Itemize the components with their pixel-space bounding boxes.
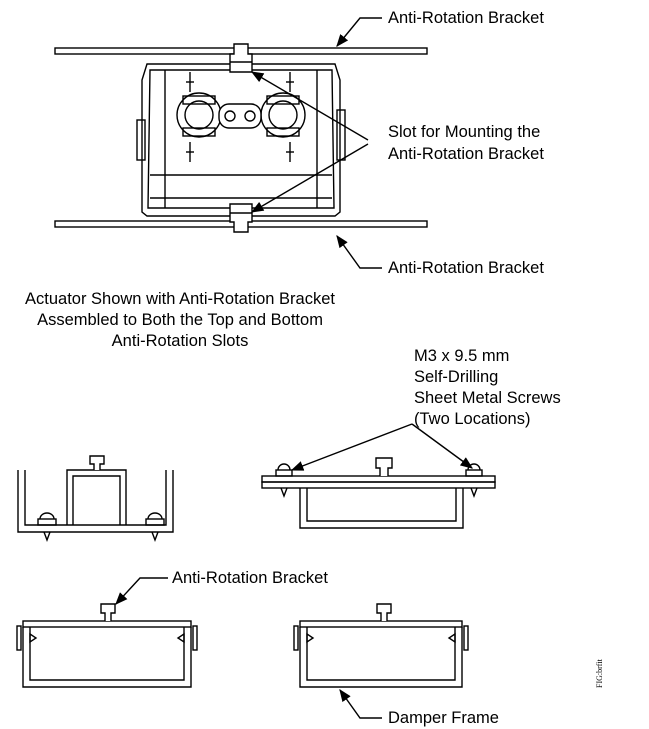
leader-lower-bracket (115, 577, 168, 605)
bracket-frame-bottom-left (16, 603, 198, 688)
mounting-slot-top (229, 43, 253, 73)
label-screw-line4: (Two Locations) (414, 410, 531, 428)
leader-slot-bottom (250, 143, 369, 213)
caption-line3: Anti-Rotation Slots (111, 332, 249, 350)
leader-top-bracket (336, 17, 382, 47)
mounting-slot-bottom (229, 203, 253, 233)
leader-damper-frame (339, 688, 382, 719)
label-slot-line1: Slot for Mounting the (388, 123, 541, 141)
caption-line1: Actuator Shown with Anti-Rotation Bracke… (25, 290, 335, 308)
caption-line2: Assembled to Both the Top and Bottom (37, 311, 323, 329)
label-damper-frame: Damper Frame (388, 709, 499, 727)
clamp-yoke (218, 103, 262, 129)
actuator-top-view (54, 43, 428, 233)
leader-slot-top (250, 71, 369, 141)
leader-bottom-bracket (336, 234, 382, 269)
figure-code: FIG:brfit (595, 659, 604, 688)
label-lower-bracket: Anti-Rotation Bracket (172, 569, 328, 587)
leader-screw-right (411, 423, 474, 469)
shaft-clamp-left (176, 92, 222, 138)
bracket-channel-left (17, 455, 174, 542)
actuator-body (141, 63, 341, 217)
label-bottom-bracket: Anti-Rotation Bracket (388, 259, 544, 277)
label-screw-line2: Self-Drilling (414, 368, 499, 386)
label-slot-line2: Anti-Rotation Bracket (388, 145, 544, 163)
label-screw-line1: M3 x 9.5 mm (414, 347, 510, 365)
bracket-frame-bottom-right (293, 603, 469, 688)
label-top-bracket: Anti-Rotation Bracket (388, 9, 544, 27)
leader-screw-left (290, 423, 413, 471)
bracket-flange-right (261, 457, 496, 529)
label-screw-line3: Sheet Metal Screws (414, 389, 561, 407)
